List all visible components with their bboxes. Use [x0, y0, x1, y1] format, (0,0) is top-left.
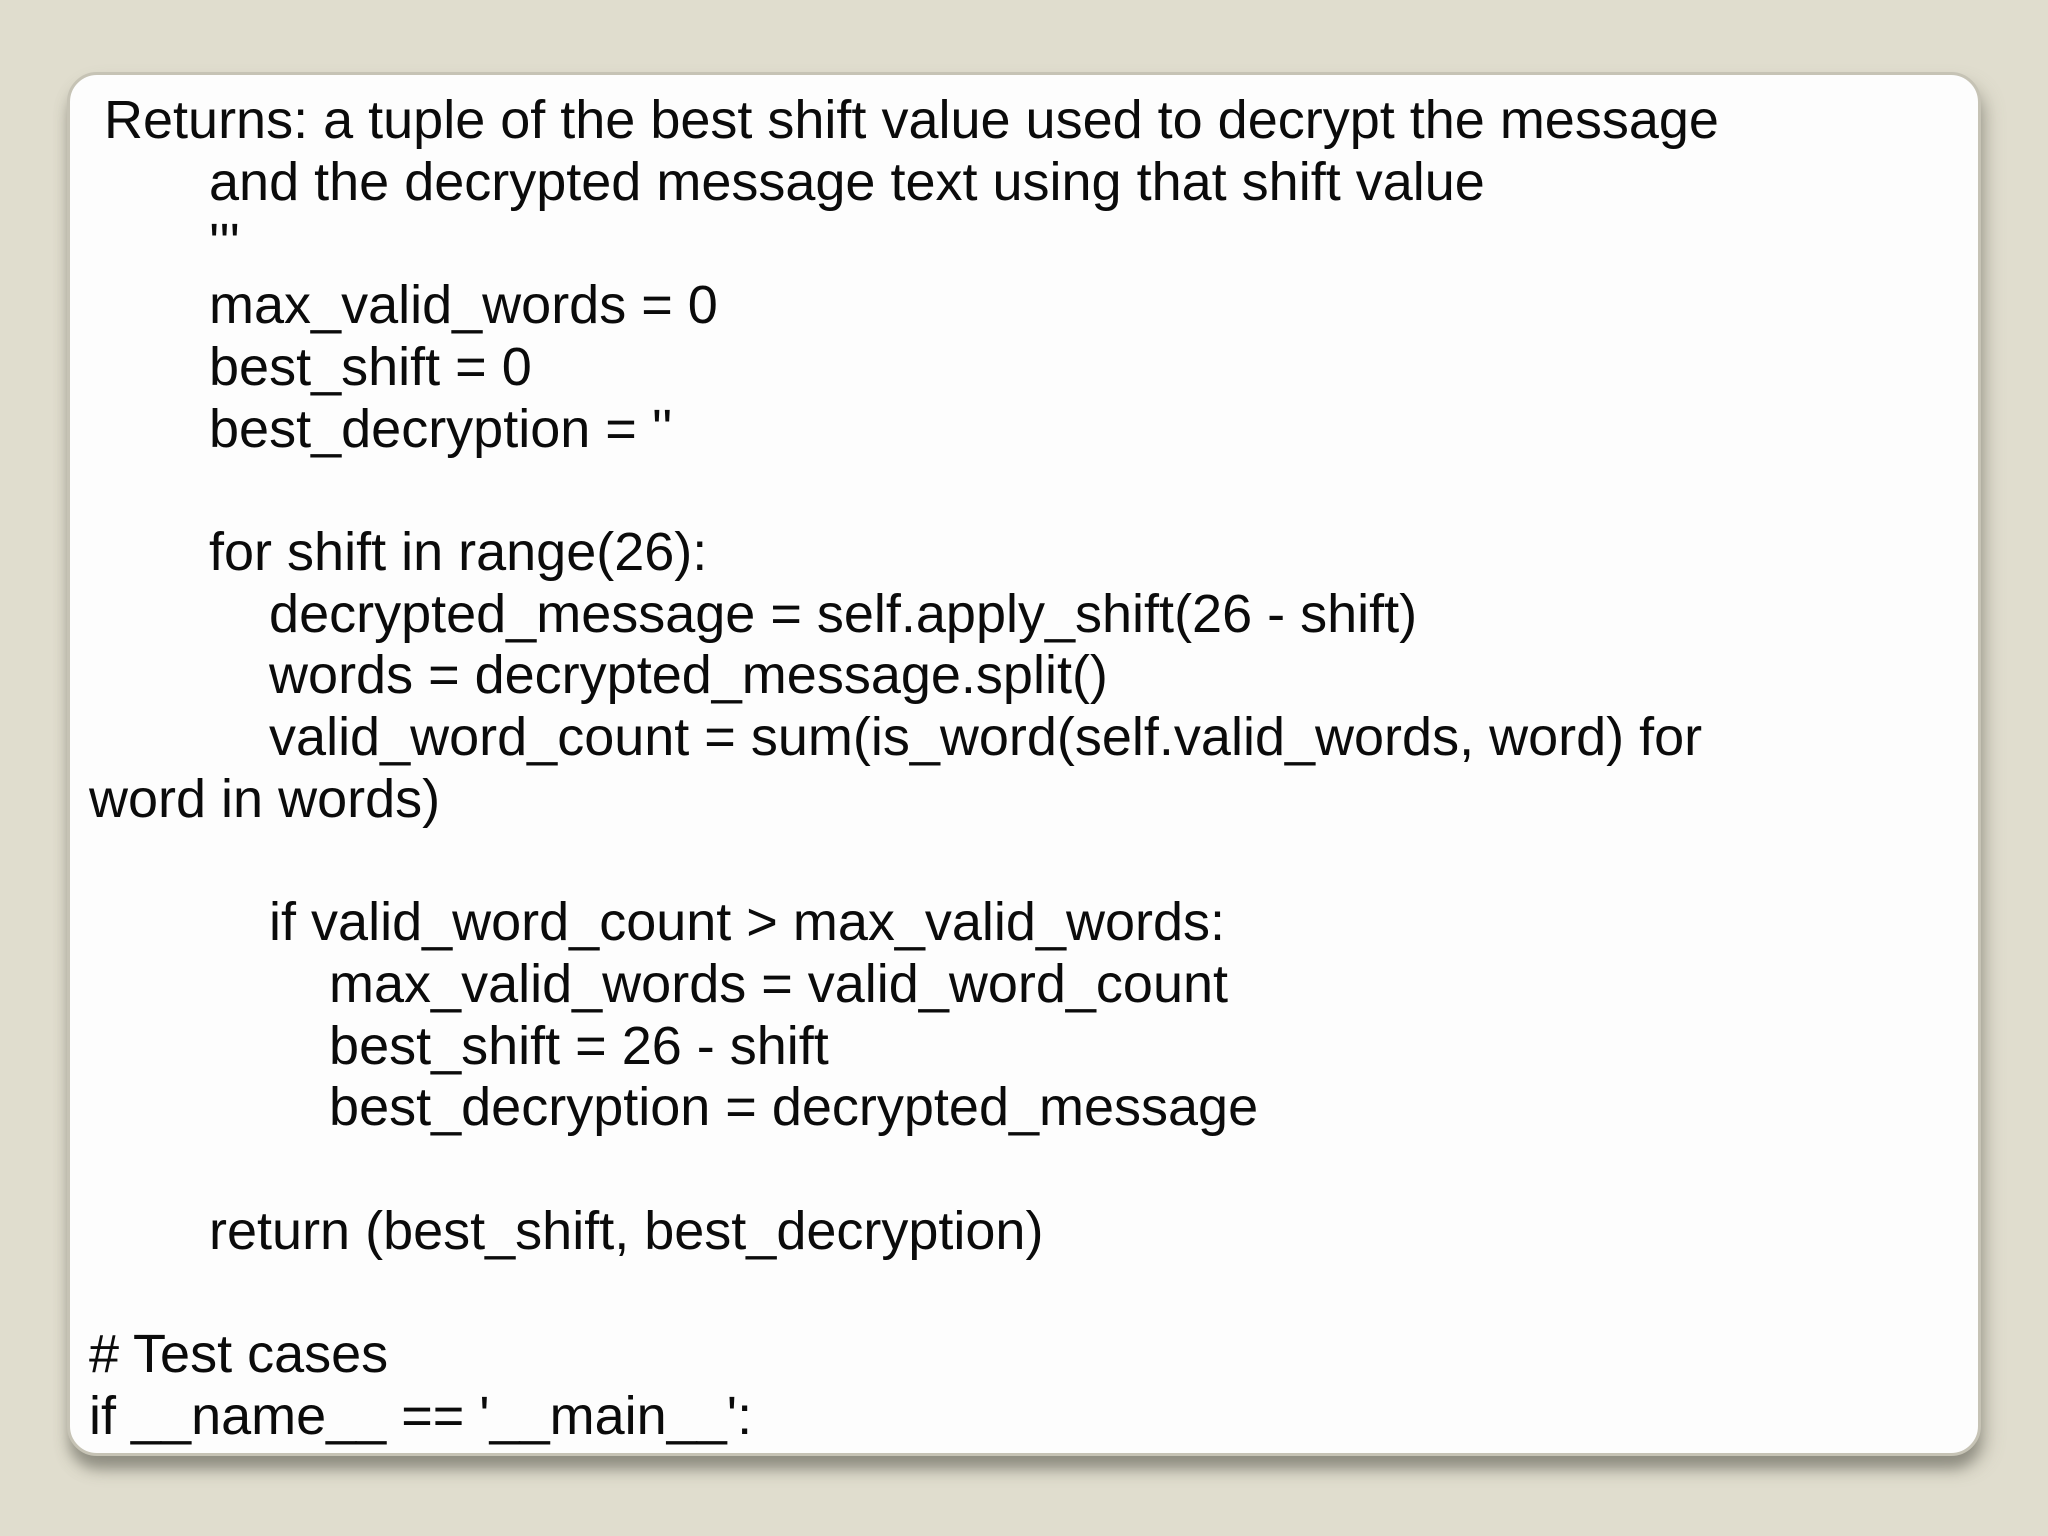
code-card: Returns: a tuple of the best shift value… — [67, 72, 1981, 1456]
code-text: Returns: a tuple of the best shift value… — [89, 90, 1719, 1446]
